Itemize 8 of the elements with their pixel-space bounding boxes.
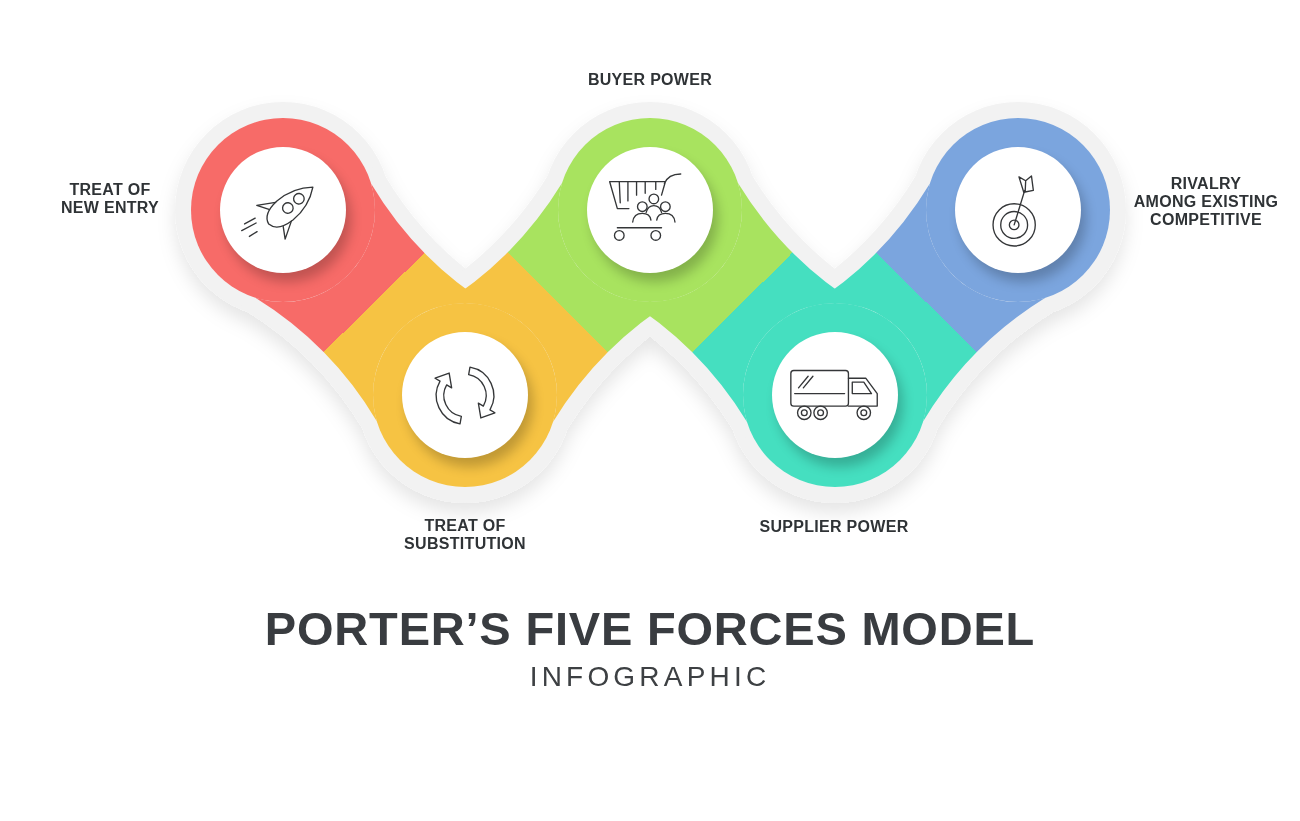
connector-band: [807, 183, 1046, 422]
force-label: TREAT OF NEW ENTRY: [60, 181, 160, 217]
title: PORTER’S FIVE FORCES MODEL: [264, 605, 1036, 652]
force-label: SUPPLIER POWER: [759, 518, 909, 536]
subtitle: INFOGRAPHIC: [529, 663, 771, 691]
force-label: BUYER POWER: [587, 71, 713, 89]
force-label: TREAT OF SUBSTITUTION: [404, 517, 526, 553]
force-label: RIVALRY AMONG EXISTING COMPETITIVE: [1133, 175, 1279, 229]
